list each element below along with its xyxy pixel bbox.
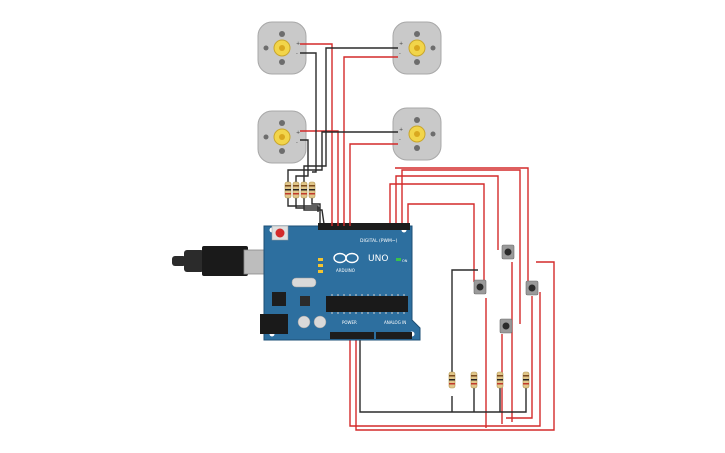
push-button[interactable]	[525, 280, 539, 296]
motor-resistors	[284, 181, 316, 199]
microcontroller-chip	[326, 296, 408, 312]
motor-minus-label: -	[399, 51, 401, 57]
button-wires-red	[349, 167, 555, 431]
on-label: ON	[402, 259, 408, 263]
arduino-logo	[333, 252, 359, 264]
motor-2[interactable]: + -	[392, 21, 442, 75]
push-button[interactable]	[501, 244, 515, 260]
arduino-uno-board[interactable]: DIGITAL (PWM~) UNO ARDUINO ON P	[260, 223, 421, 341]
resistor[interactable]	[292, 181, 300, 199]
resistor[interactable]	[448, 371, 456, 389]
digital-header-label: DIGITAL (PWM~)	[360, 238, 398, 244]
motor-3[interactable]: + -	[257, 110, 307, 164]
motor-4[interactable]: + -	[392, 107, 442, 161]
motor-minus-label: -	[399, 137, 401, 143]
motor-plus-label: +	[296, 130, 300, 136]
board-logo-text: ARDUINO	[336, 268, 355, 273]
power-led	[396, 258, 401, 261]
digital-header	[318, 223, 410, 230]
board-brand-label: UNO	[368, 254, 388, 264]
resistor[interactable]	[470, 371, 478, 389]
power-header	[330, 332, 374, 339]
motor-plus-label: +	[399, 41, 403, 47]
resistor[interactable]	[300, 181, 308, 199]
motor-wires	[287, 43, 398, 225]
resistor[interactable]	[284, 181, 292, 199]
analog-header-label: ANALOG IN	[384, 320, 406, 325]
motor-plus-label: +	[399, 127, 403, 133]
resistor[interactable]	[308, 181, 316, 199]
resistor[interactable]	[496, 371, 504, 389]
power-header-label: POWER	[342, 320, 357, 325]
motor-minus-label: -	[296, 51, 298, 57]
motor-minus-label: -	[296, 140, 298, 146]
button-resistors	[448, 371, 530, 389]
header-pin-stubs	[331, 222, 351, 226]
motor-1[interactable]: + -	[257, 21, 307, 75]
buttons	[473, 244, 539, 334]
motor-plus-label: +	[296, 41, 300, 47]
reset-button[interactable]	[271, 225, 289, 241]
resistor[interactable]	[522, 371, 530, 389]
push-button[interactable]	[473, 279, 487, 295]
push-button[interactable]	[499, 318, 513, 334]
power-jack[interactable]	[260, 314, 288, 334]
analog-header	[376, 332, 412, 339]
